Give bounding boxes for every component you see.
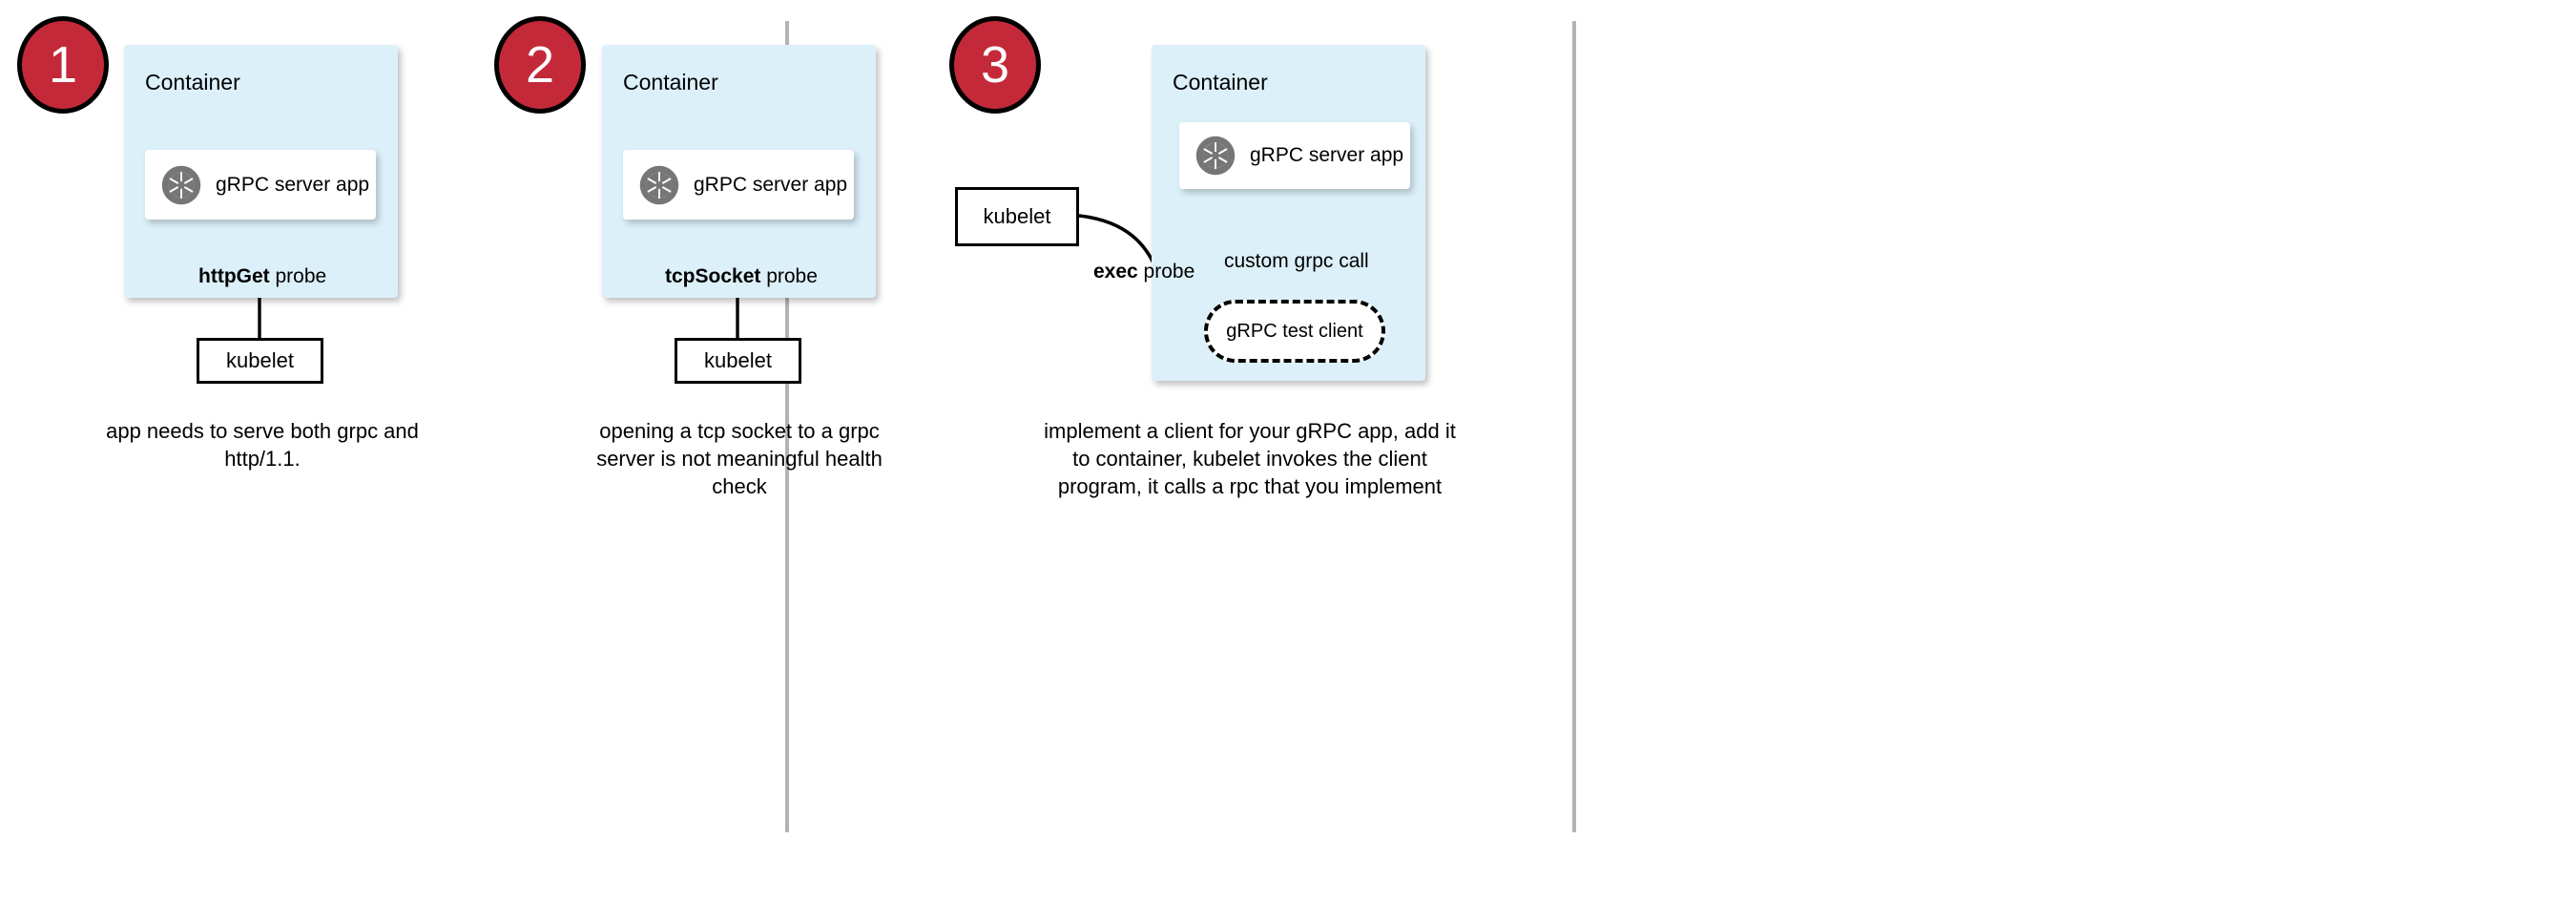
grpc-server-app-card-2: gRPC server app [623, 150, 854, 220]
step-badge-number: 2 [525, 36, 555, 94]
probe-suffix: probe [1137, 261, 1195, 283]
panel-divider-2 [1572, 21, 1576, 832]
grpc-server-app-card-3: gRPC server app [1179, 122, 1410, 189]
kubelet-label: kubelet [983, 204, 1051, 228]
probe-suffix: probe [269, 265, 327, 287]
panel-divider-1 [785, 21, 789, 832]
container-label: Container [1173, 70, 1268, 94]
container-label: Container [145, 70, 240, 94]
kubelet-box-2: kubelet [675, 338, 801, 384]
panel-caption-3: implement a client for your gRPC app, ad… [1044, 419, 1456, 499]
probe-kind: exec [1093, 261, 1138, 283]
grpc-server-app-card-1: gRPC server app [145, 150, 376, 220]
exec-probe-label: exec probe [1093, 261, 1195, 283]
grpc-test-client-node: gRPC test client [1204, 300, 1385, 363]
grpc-aperture-icon [639, 165, 679, 204]
grpc-aperture-icon [1195, 136, 1236, 176]
kubelet-label: kubelet [704, 348, 772, 372]
panel-step-3 [1574, 0, 2576, 923]
step-badge-1: 1 [17, 16, 109, 114]
tcpsocket-probe-label: tcpSocket probe [665, 265, 818, 288]
kubelet-box-1: kubelet [197, 338, 323, 384]
custom-grpc-call-label: custom grpc call [1224, 250, 1369, 272]
grpc-aperture-icon [161, 165, 201, 204]
probe-suffix: probe [760, 265, 818, 287]
grpc-server-app-label: gRPC server app [1250, 144, 1404, 166]
panel-caption-1: app needs to serve both grpc and http/1.… [106, 419, 419, 472]
grpc-server-app-label: gRPC server app [694, 173, 848, 196]
grpc-server-app-label: gRPC server app [216, 173, 370, 196]
step-badge-3: 3 [949, 16, 1041, 114]
container-label: Container [623, 70, 718, 94]
kubelet-label: kubelet [226, 348, 294, 372]
step-badge-2: 2 [494, 16, 586, 114]
panel-caption-2: opening a tcp socket to a grpc server is… [596, 419, 883, 499]
kubelet-box-3: kubelet [955, 187, 1079, 246]
step-badge-number: 3 [980, 36, 1010, 94]
httpget-probe-label: httpGet probe [198, 265, 326, 288]
probe-kind: tcpSocket [665, 265, 761, 287]
grpc-test-client-label: gRPC test client [1226, 320, 1363, 342]
step-badge-number: 1 [48, 36, 78, 94]
probe-kind: httpGet [198, 265, 270, 287]
